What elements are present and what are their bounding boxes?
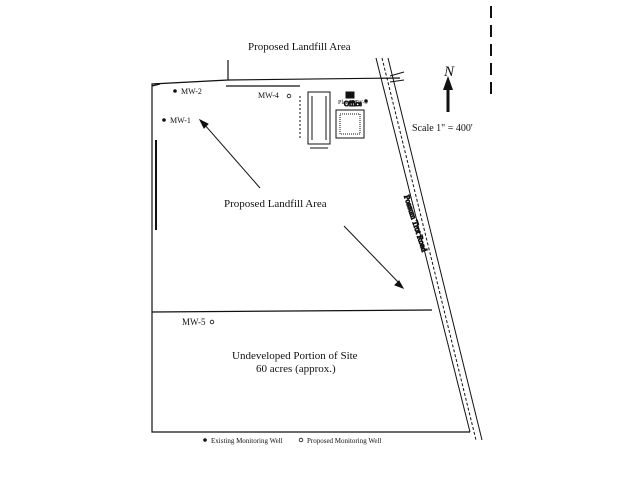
legend-existing-label: Existing Monitoring Well xyxy=(211,437,283,445)
well-plant-label: Plant MW-3 xyxy=(338,100,368,106)
well-mw5-label: MW-5 xyxy=(182,317,206,327)
area-arrows xyxy=(198,118,405,289)
undeveloped-size-label: 60 acres (approx.) xyxy=(256,363,336,375)
well-mw2-label: MW-2 xyxy=(181,87,202,96)
north-arrow: N xyxy=(443,64,455,112)
existing-well-symbol xyxy=(203,438,207,442)
well-mw1-label: MW-1 xyxy=(170,116,191,125)
road: Possum Trot Road xyxy=(375,57,483,441)
office-label: Office xyxy=(344,100,362,108)
well-mw1: MW-1 xyxy=(162,116,191,125)
site-boundary xyxy=(151,60,470,433)
top-landfill-area-label: Proposed Landfill Area xyxy=(248,41,351,53)
well-mw5: MW-5 xyxy=(182,317,215,327)
center-landfill-area-label: Proposed Landfill Area xyxy=(224,198,327,210)
well-plant: Plant MW-3 xyxy=(338,99,368,106)
undeveloped-label: Undeveloped Portion of Site xyxy=(232,350,358,362)
north-label: N xyxy=(443,64,455,80)
road-label: Possum Trot Road xyxy=(402,194,429,253)
legend: Existing Monitoring Well Proposed Monito… xyxy=(203,437,381,445)
well-mw4: MW-4 xyxy=(258,91,292,100)
well-mw4-label: MW-4 xyxy=(258,91,279,100)
facility-buildings: Office xyxy=(299,91,365,149)
proposed-well-symbol xyxy=(298,437,304,443)
legend-proposed-label: Proposed Monitoring Well xyxy=(307,437,381,445)
scale-label: Scale 1" = 400' xyxy=(412,123,473,134)
well-mw2: MW-2 xyxy=(173,87,202,96)
